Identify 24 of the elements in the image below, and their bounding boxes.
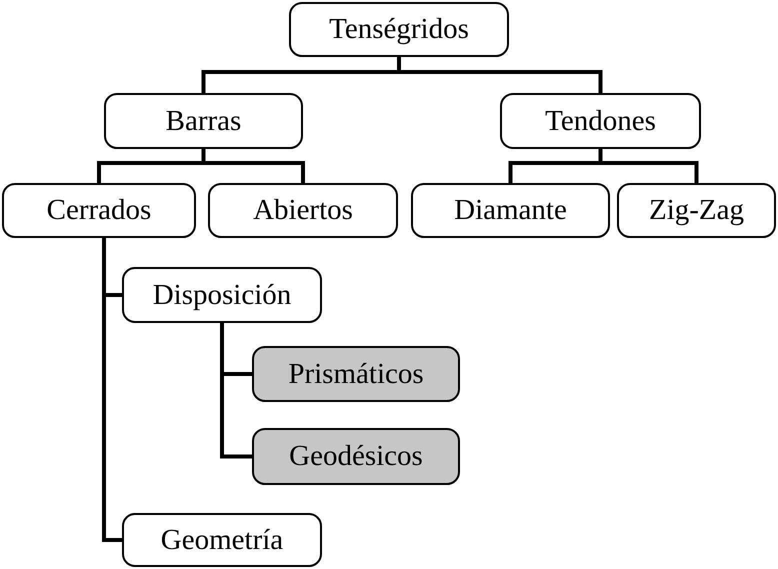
node-label: Geometría (160, 524, 284, 556)
node-label: Barras (166, 104, 242, 138)
category-box (411, 183, 610, 238)
node-label: Tenségridos (329, 13, 469, 46)
connector-line (397, 57, 602, 93)
node-label: Abiertos (253, 194, 353, 227)
node-label: Cerrados (46, 194, 152, 227)
node-label: Diamante (454, 194, 567, 227)
category-box (122, 267, 322, 323)
node-label: Tendones (545, 104, 656, 138)
node-label: Geodésicos (289, 440, 423, 473)
category-box (208, 183, 398, 238)
node-label: Prismáticos (288, 358, 424, 390)
category-box (252, 428, 460, 485)
category-box (500, 93, 701, 149)
category-box (289, 2, 509, 57)
category-box (122, 513, 322, 567)
category-box (617, 183, 776, 238)
node-label: Disposición (152, 278, 292, 312)
connector-line (102, 238, 122, 542)
category-box (104, 93, 303, 149)
category-box (252, 346, 460, 402)
node-label: Zig-Zag (648, 194, 744, 227)
category-box (2, 183, 196, 238)
